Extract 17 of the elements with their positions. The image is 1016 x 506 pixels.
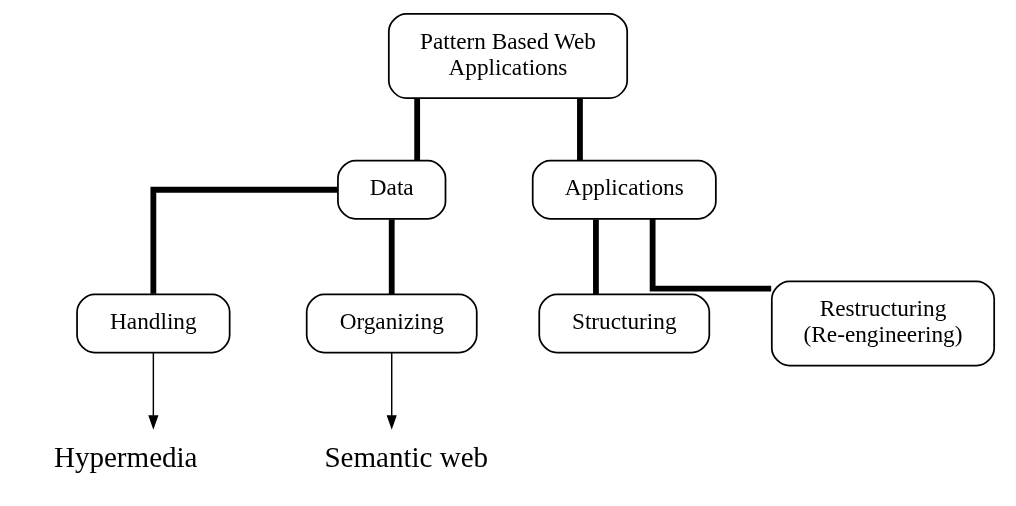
connector bbox=[414, 98, 421, 161]
node-box: Organizing bbox=[305, 293, 478, 354]
node-box: Structuring bbox=[538, 293, 711, 354]
connector bbox=[388, 219, 395, 295]
arrow bbox=[386, 352, 397, 430]
connector bbox=[593, 219, 599, 295]
arrow bbox=[148, 352, 159, 430]
node-text: Semantic web bbox=[324, 441, 489, 474]
connector bbox=[649, 218, 772, 292]
node-box: Applications bbox=[531, 159, 717, 220]
node-text: Hypermedia bbox=[53, 441, 198, 474]
connector bbox=[577, 98, 583, 161]
node-box: Restructuring (Re-engineering) bbox=[770, 280, 996, 367]
node-box: Pattern Based Web Applications bbox=[387, 13, 629, 100]
node-box: Data bbox=[337, 159, 447, 220]
connector bbox=[150, 186, 338, 294]
node-box: Handling bbox=[76, 293, 231, 354]
